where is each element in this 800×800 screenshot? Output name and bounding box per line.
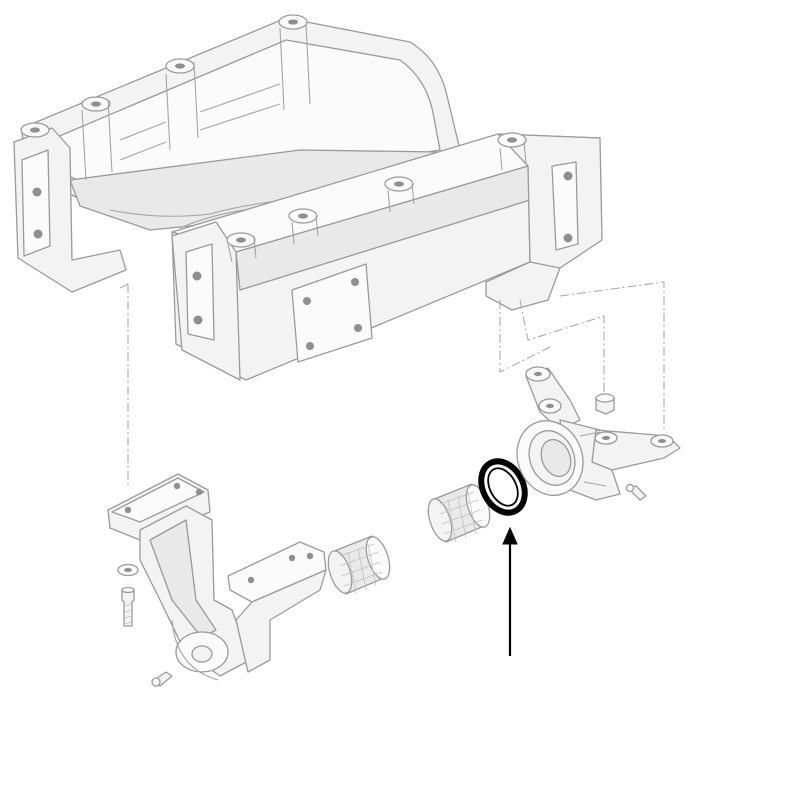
- needle-bearing-icon: [327, 535, 391, 595]
- alignment-lines: [119, 281, 665, 486]
- grease-fitting-icon: [151, 671, 173, 687]
- seal-ring-icon: [478, 458, 528, 516]
- subframe-icon: [13, 14, 603, 381]
- needle-bearing-icon: [427, 483, 491, 543]
- bolt-icon: [121, 586, 135, 627]
- washer-icon: [117, 563, 139, 577]
- bracket-icon: [107, 473, 327, 681]
- grease-fitting-icon: [625, 483, 647, 501]
- nut-icon: [595, 393, 615, 415]
- knuckle-icon: [516, 366, 681, 501]
- arrow-up-icon: [502, 526, 518, 656]
